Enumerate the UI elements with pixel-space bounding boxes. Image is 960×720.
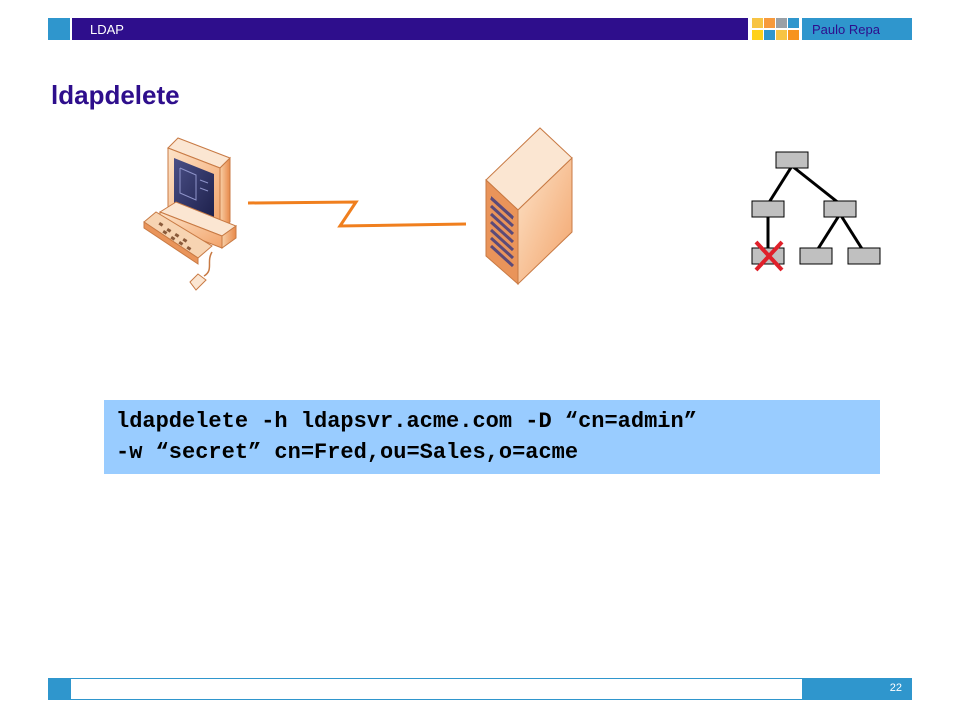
delete-x-icon	[754, 240, 784, 272]
footer-accent-left	[48, 678, 70, 700]
logo-tile	[788, 30, 799, 40]
logo-tile	[764, 30, 775, 40]
header-logo-tiles	[752, 18, 800, 40]
footer-bar	[70, 678, 803, 700]
desktop-computer-icon	[143, 137, 238, 291]
slide-title: ldapdelete	[51, 80, 180, 110]
command-line-1: ldapdelete -h ldapsvr.acme.com -D “cn=ad…	[116, 409, 697, 434]
tree-node-root	[775, 151, 809, 169]
server-tower-icon	[485, 127, 573, 286]
tree-node	[799, 247, 833, 265]
command-line-2: -w “secret” cn=Fred,ou=Sales,o=acme	[116, 440, 579, 465]
header-author: Paulo Repa	[812, 22, 880, 37]
directory-tree-icon	[751, 151, 881, 265]
page-number: 22	[889, 682, 902, 694]
logo-tile	[752, 30, 763, 40]
tree-node	[847, 247, 881, 265]
footer-page-box: 22	[802, 678, 912, 700]
header-accent-left	[48, 18, 70, 40]
header-title: LDAP	[90, 22, 124, 37]
command-example: ldapdelete -h ldapsvr.acme.com -D “cn=ad…	[104, 400, 880, 474]
logo-tile	[752, 18, 763, 28]
tree-node	[751, 200, 785, 218]
network-link-icon	[247, 200, 467, 228]
logo-tile	[764, 18, 775, 28]
logo-tile	[788, 18, 799, 28]
header-bar	[72, 18, 748, 40]
logo-tile	[776, 18, 787, 28]
header-author-box	[802, 18, 912, 40]
tree-node	[823, 200, 857, 218]
logo-tile	[776, 30, 787, 40]
